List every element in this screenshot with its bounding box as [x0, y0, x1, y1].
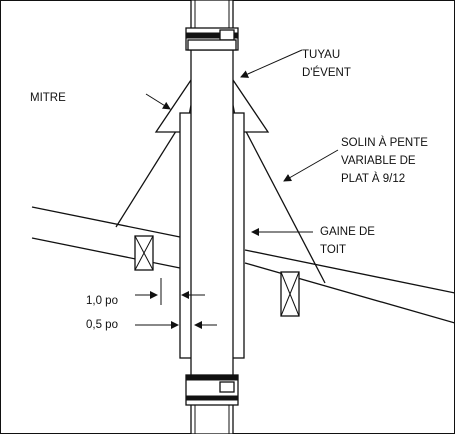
- flashing: [115, 119, 326, 284]
- rafter-right: [280, 271, 300, 317]
- label-dim-0-5: 0,5 po: [86, 319, 118, 331]
- label-gaine-line2: TOIT: [320, 244, 346, 256]
- roof-deck: [31, 206, 455, 324]
- pipe-coupling-bottom: [185, 374, 239, 406]
- label-mitre: MITRE: [30, 92, 66, 104]
- label-gaine-line1: GAINE DE: [320, 226, 375, 238]
- label-solin-line2: VARIABLE DE: [341, 155, 416, 167]
- label-solin-line1: SOLIN À PENTE: [341, 136, 428, 149]
- pipe-coupling-top: [185, 27, 239, 51]
- label-tuyau-line2: D'ÉVENT: [302, 66, 351, 79]
- vent-pipe: [190, 0, 234, 434]
- solin-arrow: [283, 149, 339, 182]
- label-solin-line3: PLAT À 9/12: [341, 172, 405, 185]
- rafter-left: [134, 235, 154, 271]
- label-dim-1-0: 1,0 po: [86, 295, 118, 307]
- tuyau-arrow: [240, 49, 303, 78]
- dimension-1-0: [135, 278, 205, 305]
- label-tuyau-line1: TUYAU: [302, 49, 340, 61]
- mitre-arrow: [145, 93, 171, 110]
